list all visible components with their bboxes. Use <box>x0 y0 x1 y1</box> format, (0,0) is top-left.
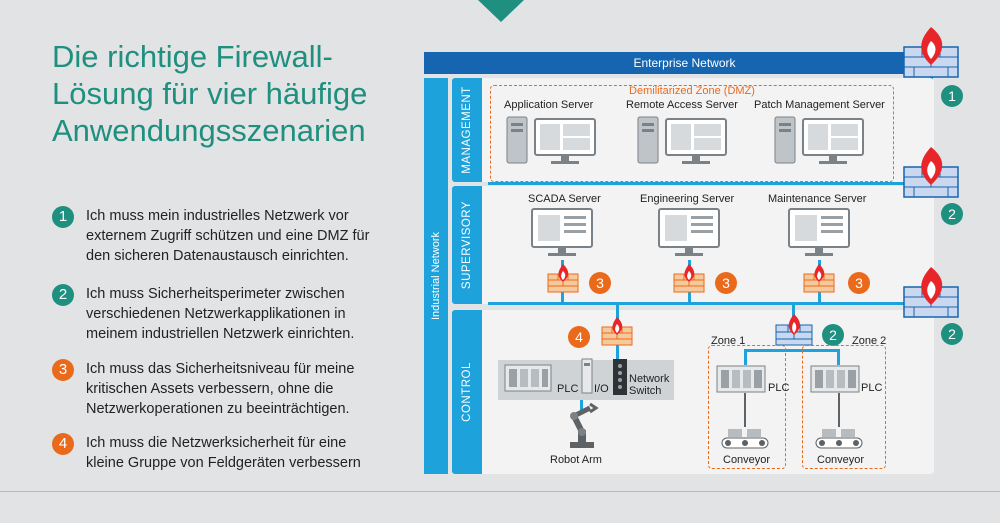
firewall-icon <box>900 265 962 321</box>
list-item-2: 2 Ich muss Sicherheitsperimeter zwischen… <box>52 284 382 344</box>
management-label-bar: MANAGEMENT <box>452 78 482 182</box>
badge-3: 3 <box>715 272 737 294</box>
item-text: Ich muss die Netzwerksicherheit für eine… <box>86 435 361 471</box>
badge-2: 2 <box>941 203 963 225</box>
remote-access-server-icon <box>636 115 732 167</box>
industrial-network-label: Industrial Network <box>430 231 442 321</box>
plc-label: PLC <box>861 382 883 394</box>
zone-link-line <box>792 304 795 318</box>
network-switch-label-line1: Network <box>629 373 670 385</box>
zone2-link-line <box>837 349 840 365</box>
zone1-link-line <box>744 349 747 365</box>
application-server-label: Application Server <box>504 99 594 111</box>
conveyor-link-line <box>838 393 840 427</box>
firewall-icon <box>900 25 962 81</box>
list-item-3: 3 Ich muss das Sicherheitsniveau für mei… <box>52 359 382 419</box>
top-notch-decoration <box>478 0 524 24</box>
robot-link-line <box>580 400 583 410</box>
zone-split-line <box>744 349 840 352</box>
badge-3: 3 <box>848 272 870 294</box>
scada-server-label: SCADA Server <box>528 193 601 205</box>
maintenance-server-icon <box>787 207 851 261</box>
dmz-zone: Demilitarized Zone (DMZ) <box>490 85 894 182</box>
plc-icon <box>716 364 766 394</box>
patch-management-server-icon <box>773 115 869 167</box>
zone-1 <box>708 345 786 469</box>
conveyor-label: Conveyor <box>817 454 865 466</box>
network-switch-label-line2: Switch <box>629 385 662 397</box>
firewall-icon <box>546 262 580 294</box>
item-text: Ich muss mein industrielles Netzwerk vor… <box>86 208 370 264</box>
conveyor-link-line <box>744 393 746 427</box>
bottom-divider <box>0 491 1000 492</box>
patch-management-server-label: Patch Management Server <box>754 99 885 111</box>
zone-2 <box>802 345 886 469</box>
supervisory-bus-line <box>488 182 933 185</box>
maintenance-server-label: Maintenance Server <box>768 193 867 205</box>
zone1-label: Zone 1 <box>711 335 746 347</box>
item-number-badge: 3 <box>52 359 74 381</box>
item-number-badge: 4 <box>52 433 74 455</box>
badge-2: 2 <box>822 324 844 346</box>
network-switch-icon <box>612 358 628 396</box>
item-text: Ich muss Sicherheitsperimeter zwischen v… <box>86 286 355 342</box>
plc-icon <box>504 363 552 393</box>
remote-access-server-label: Remote Access Server <box>626 99 738 111</box>
badge-2: 2 <box>941 323 963 345</box>
item-number-badge: 2 <box>52 284 74 306</box>
robot-arm-label: Robot Arm <box>550 454 602 466</box>
control-label: CONTROL <box>461 362 473 422</box>
firewall-icon <box>900 145 962 201</box>
control-bus-line <box>488 302 933 305</box>
firewall-icon <box>774 313 814 347</box>
conveyor-icon <box>814 428 864 450</box>
badge-1: 1 <box>941 85 963 107</box>
engineering-server-label: Engineering Server <box>640 193 735 205</box>
conveyor-label: Conveyor <box>723 454 771 466</box>
management-label: MANAGEMENT <box>461 86 473 174</box>
firewall-icon <box>672 262 706 294</box>
control-link-line <box>616 304 619 322</box>
control-label-bar: CONTROL <box>452 310 482 474</box>
firewall-icon <box>600 315 634 347</box>
plc-icon <box>810 364 860 394</box>
supervisory-label-bar: SUPERVISORY <box>452 186 482 304</box>
industrial-network-bar: Industrial Network <box>424 78 448 474</box>
badge-4: 4 <box>568 326 590 348</box>
list-item-1: 1 Ich muss mein industrielles Netzwerk v… <box>52 206 382 266</box>
plc-label: PLC <box>557 383 579 395</box>
supervisory-label: SUPERVISORY <box>461 200 473 290</box>
io-label: I/O <box>594 383 609 395</box>
scada-server-icon <box>530 207 594 261</box>
firewall-icon <box>802 262 836 294</box>
robot-arm-icon <box>560 402 604 450</box>
control-link-line <box>616 345 619 360</box>
item-number-badge: 1 <box>52 206 74 228</box>
application-server-icon <box>505 115 601 167</box>
badge-3: 3 <box>589 272 611 294</box>
item-text: Ich muss das Sicherheitsniveau für meine… <box>86 361 355 417</box>
engineering-server-icon <box>657 207 721 261</box>
dmz-title: Demilitarized Zone (DMZ) <box>629 85 755 97</box>
list-item-4: 4 Ich muss die Netzwerksicherheit für ei… <box>52 433 382 473</box>
enterprise-network-bar: Enterprise Network <box>424 52 945 74</box>
io-module-icon <box>580 358 594 394</box>
page-title: Die richtige Firewall-Lösung für vier hä… <box>52 39 368 148</box>
zone2-label: Zone 2 <box>852 335 887 347</box>
plc-label: PLC <box>768 382 790 394</box>
conveyor-icon <box>720 428 770 450</box>
